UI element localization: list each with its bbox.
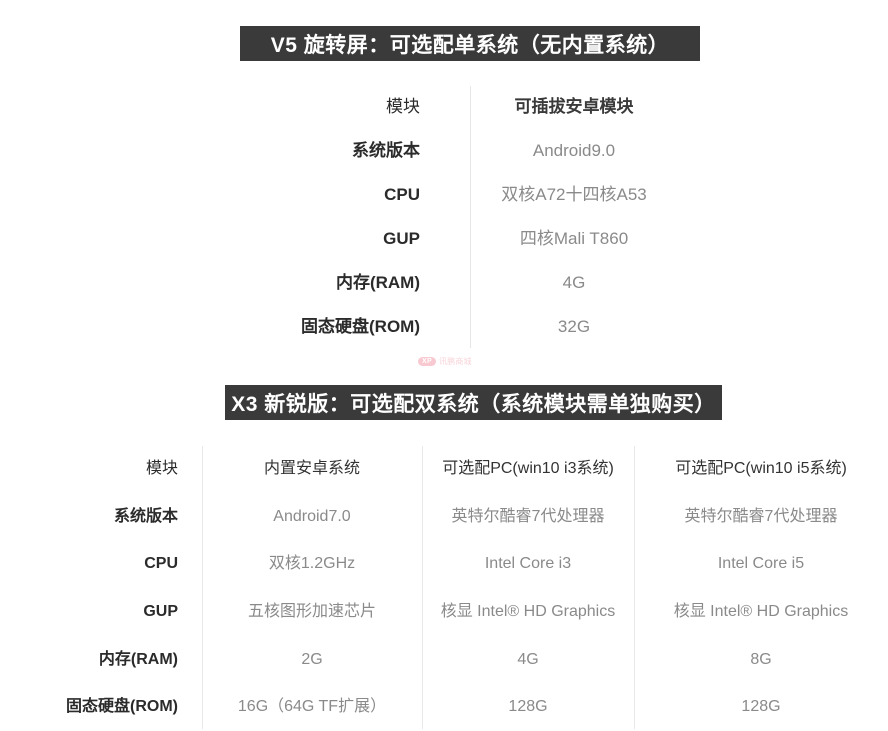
- table-row: 8G: [750, 650, 772, 668]
- table-row: 四核Mali T860: [519, 228, 629, 248]
- watermark-text: 讯鹏商城: [438, 356, 472, 366]
- table-row: Intel Core i3: [484, 555, 572, 573]
- table-row: 4G: [562, 272, 586, 292]
- table-row: 五核图形加速芯片: [247, 602, 376, 620]
- table-x3-header-pc-i3: 可选配PC(win10 i3系统): [442, 460, 614, 478]
- table-row: 固态硬盘(ROM): [66, 698, 178, 716]
- table-row: 4G: [517, 650, 539, 668]
- table-row: 128G: [508, 698, 548, 716]
- table-row: 128G: [741, 698, 781, 716]
- table-row: 双核A72十四核A53: [501, 184, 647, 204]
- table-row: 核显 Intel® HD Graphics: [440, 602, 616, 620]
- table-row: 核显 Intel® HD Graphics: [673, 602, 849, 620]
- table-row: 2G: [301, 650, 323, 668]
- table-row: 内存(RAM): [335, 272, 420, 292]
- table-row: 16G（64G TF扩展）: [237, 698, 387, 716]
- section-banner-v5: V5 旋转屏：可选配单系统（无内置系统）: [240, 26, 700, 61]
- table-row: 英特尔酷睿7代处理器: [451, 507, 605, 525]
- watermark-badge-icon: XP: [418, 357, 436, 366]
- table-x3-column-divider-2: [422, 446, 423, 729]
- table-row: 系统版本: [352, 140, 420, 160]
- spec-table-x3: 模块 内置安卓系统 可选配PC(win10 i3系统) 可选配PC(win10 …: [0, 445, 888, 731]
- table-row: Android9.0: [532, 140, 616, 160]
- table-x3-column-divider-3: [634, 446, 635, 729]
- spec-table-v5: 模块 可插拔安卓模块 系统版本 Android9.0 CPU 双核A72十四核A…: [0, 85, 888, 350]
- table-row: 32G: [557, 316, 591, 336]
- table-x3-header-module: 模块: [145, 460, 178, 478]
- table-row: Intel Core i5: [717, 555, 805, 573]
- table-row: Android7.0: [273, 507, 351, 525]
- table-x3-header-builtin-android: 内置安卓系统: [263, 460, 360, 478]
- table-row: 英特尔酷睿7代处理器: [684, 507, 838, 525]
- table-v5-header-android-module: 可插拔安卓模块: [514, 96, 634, 116]
- table-row: CPU: [144, 555, 178, 573]
- table-x3-header-pc-i5: 可选配PC(win10 i5系统): [675, 460, 847, 478]
- table-x3-column-divider-1: [202, 446, 203, 729]
- table-row: CPU: [384, 184, 420, 204]
- section-banner-x3: X3 新锐版：可选配双系统（系统模块需单独购买）: [225, 385, 722, 420]
- table-row: GUP: [143, 602, 178, 620]
- table-row: 系统版本: [113, 507, 178, 525]
- watermark: XP 讯鹏商城: [418, 357, 472, 366]
- table-row: 双核1.2GHz: [268, 555, 356, 573]
- table-v5-column-divider: [470, 86, 471, 348]
- table-row: 内存(RAM): [98, 650, 178, 668]
- table-row: 固态硬盘(ROM): [301, 316, 420, 336]
- table-row: GUP: [383, 228, 420, 248]
- table-v5-header-module: 模块: [386, 96, 420, 116]
